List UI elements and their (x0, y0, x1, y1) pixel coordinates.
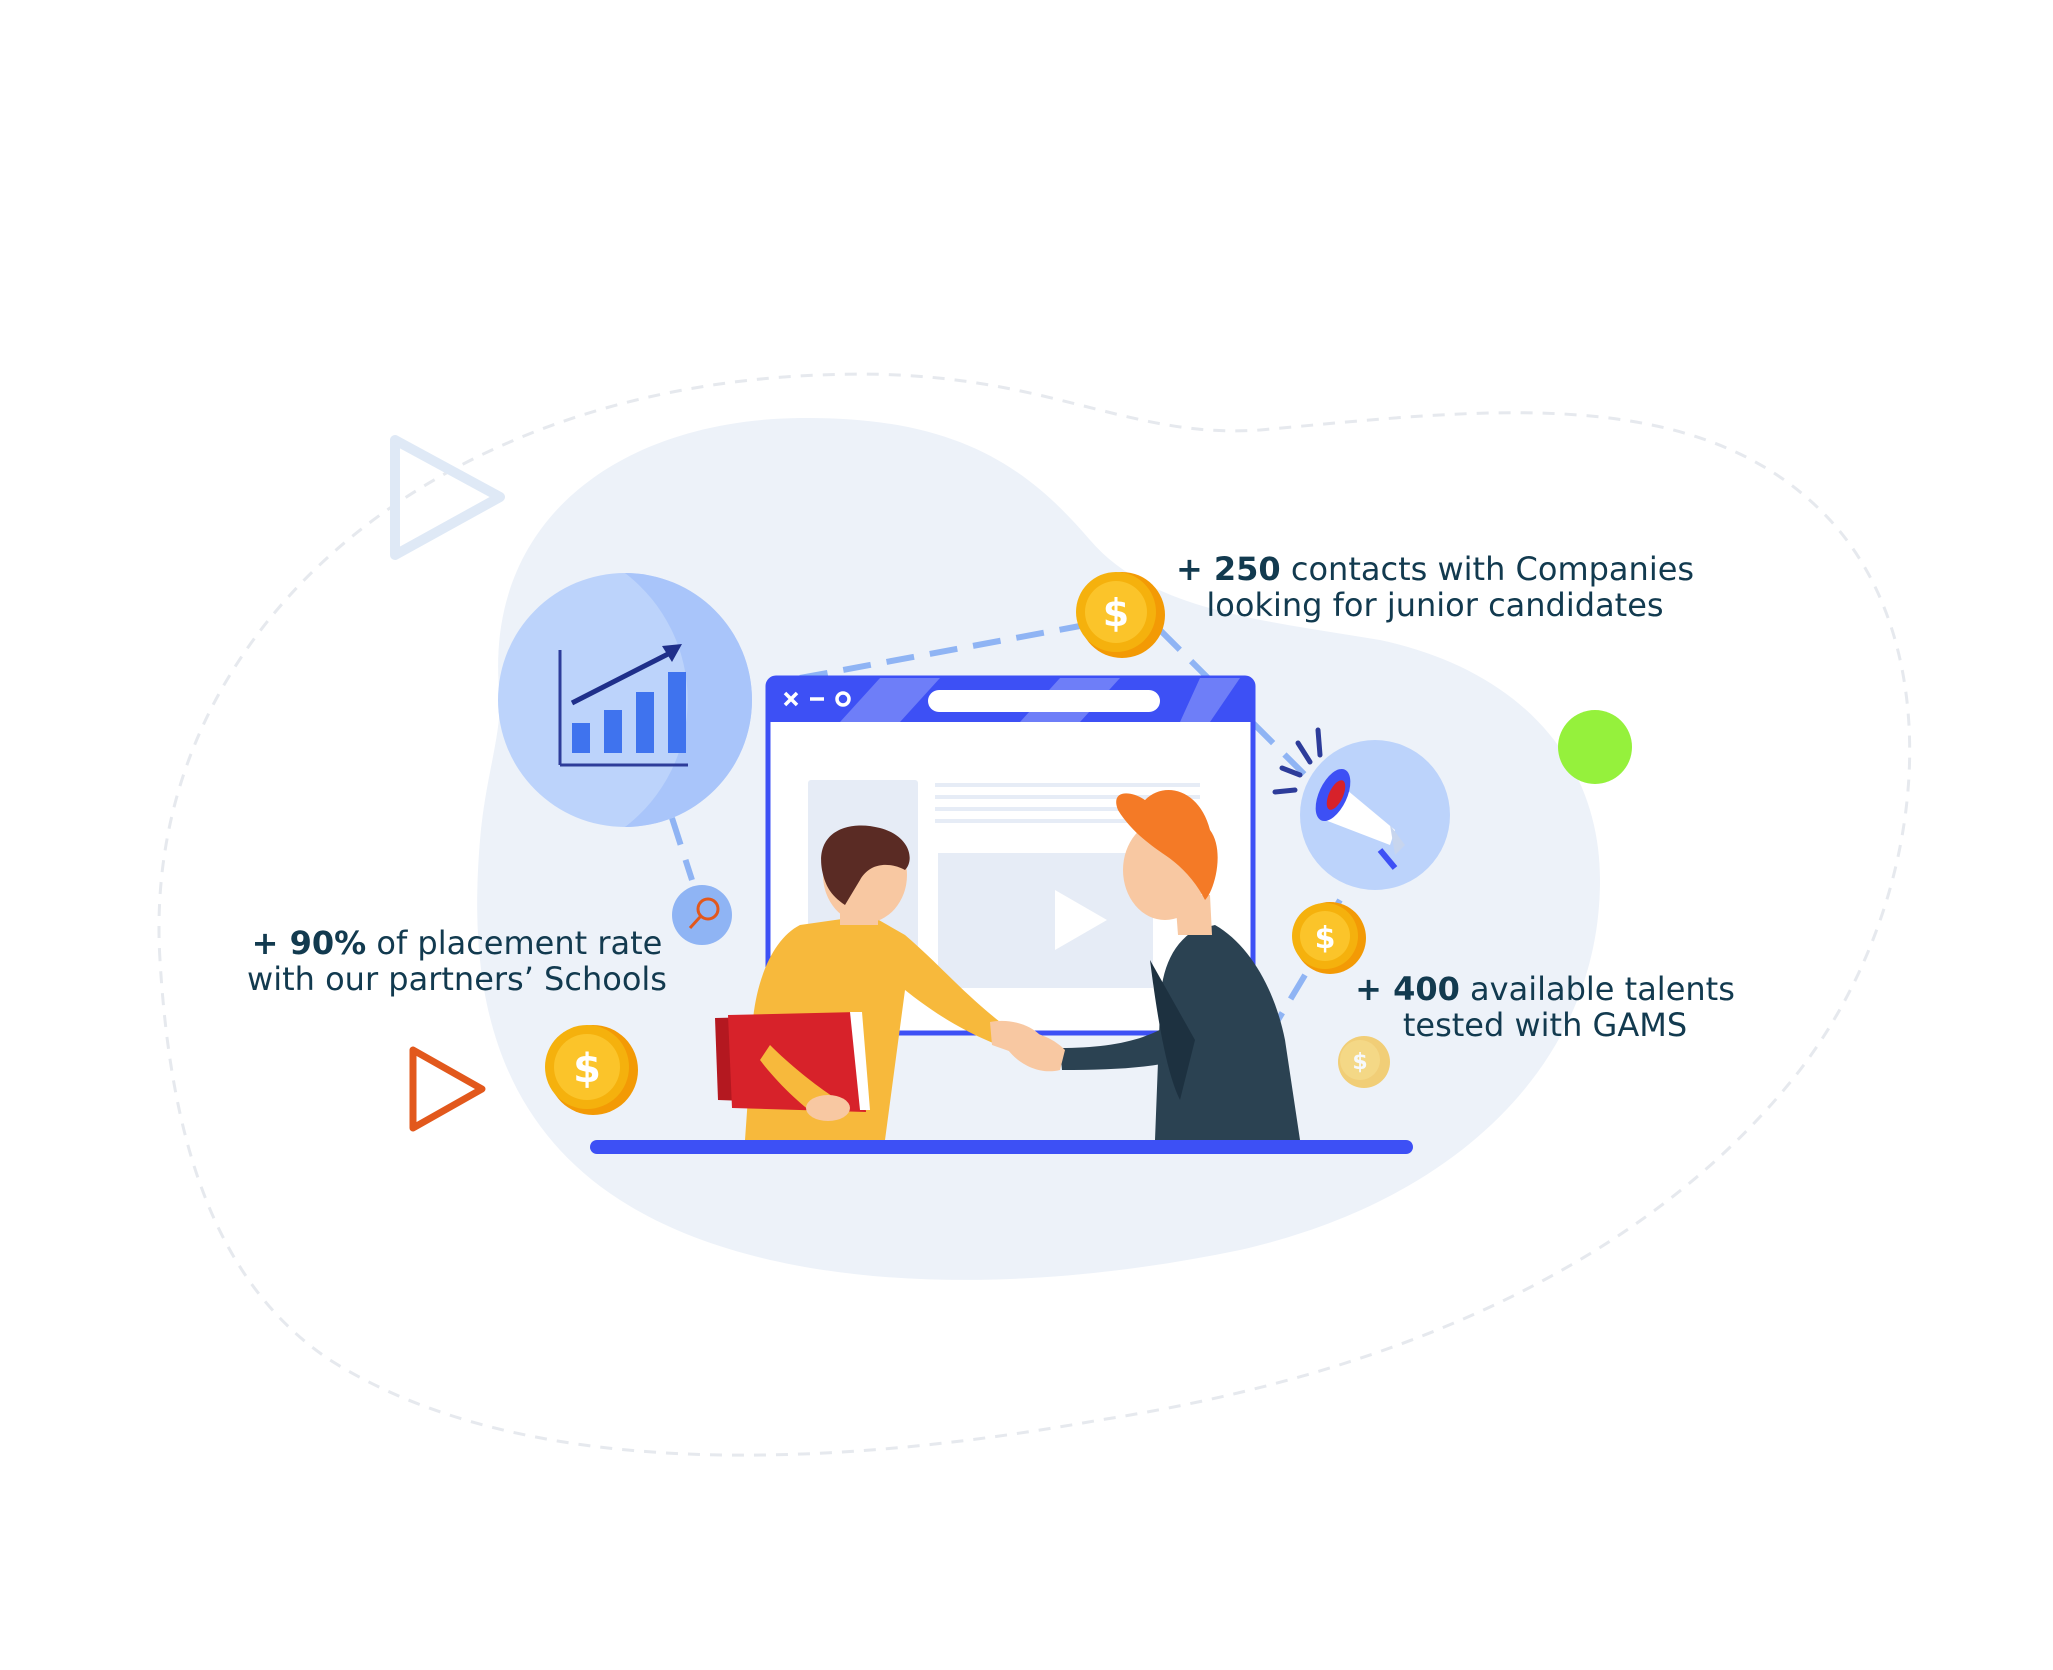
megaphone-icon (1272, 727, 1450, 890)
coin-icon: $ (1076, 572, 1165, 658)
window-close-icon (783, 691, 851, 707)
video-play-icon (1055, 890, 1107, 950)
stat-placement-text-line2: with our partners’ Schools (247, 960, 667, 998)
stat-placement-number: + 90% (251, 924, 367, 962)
stat-placement: + 90% of placement rate with our partner… (232, 925, 682, 997)
stat-talents-text-line2: tested with GAMS (1402, 1006, 1688, 1044)
svg-text:$: $ (1315, 921, 1336, 956)
svg-text:$: $ (1352, 1050, 1367, 1075)
search-icon (672, 885, 732, 945)
base-bar (590, 1140, 1413, 1154)
stat-talents-text-line1: available talents (1470, 970, 1735, 1008)
growth-chart-icon (498, 573, 752, 827)
stat-contacts: + 250 contacts with Companies looking fo… (1165, 551, 1705, 623)
green-dot (1558, 710, 1632, 784)
stat-placement-text-line1: of placement rate (376, 924, 663, 962)
coin-icon: $ (545, 1025, 638, 1115)
stat-contacts-number: + 250 (1175, 550, 1281, 588)
play-triangle-icon (390, 435, 505, 560)
stat-contacts-text-line2: looking for junior candidates (1206, 586, 1664, 624)
svg-text:$: $ (1103, 591, 1129, 635)
left-person (715, 825, 1040, 1140)
svg-text:$: $ (573, 1046, 601, 1092)
right-person (1008, 790, 1300, 1140)
coin-icon: $ (1292, 902, 1366, 974)
coin-icon: $ (1338, 1036, 1390, 1088)
stat-contacts-text-line1: contacts with Companies (1290, 550, 1695, 588)
stat-talents: + 400 available talents tested with GAMS (1345, 971, 1745, 1043)
play-triangle-icon (409, 1046, 486, 1132)
stat-talents-number: + 400 (1355, 970, 1460, 1008)
